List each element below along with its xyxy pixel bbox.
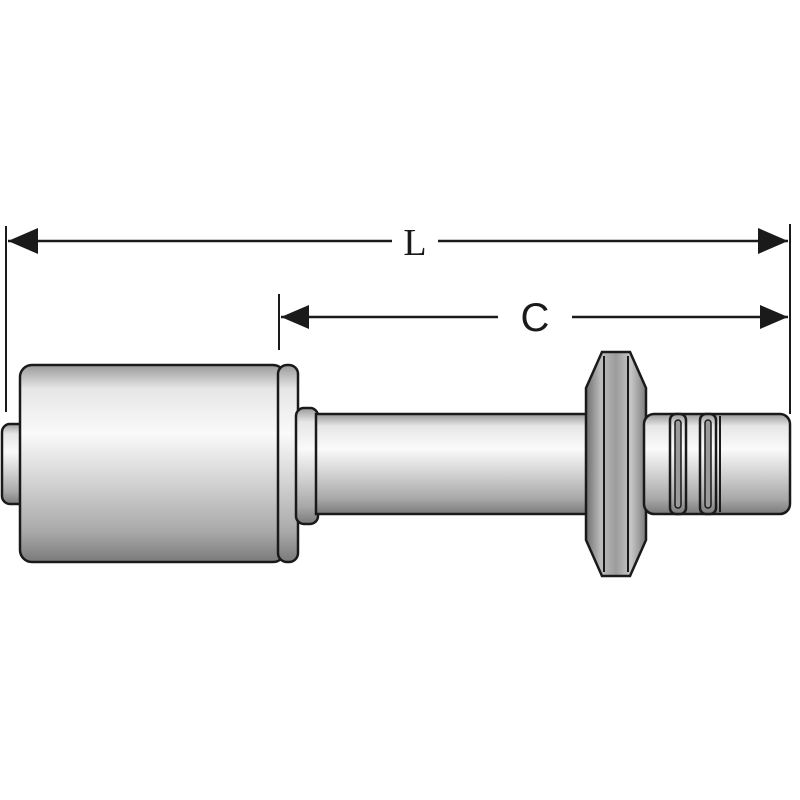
oring-groove-2 bbox=[698, 412, 718, 516]
dimension-l-line bbox=[8, 228, 788, 254]
arrowhead-left-icon bbox=[281, 305, 309, 329]
oring-groove-1 bbox=[668, 412, 688, 516]
dimension-l-label: L bbox=[392, 224, 438, 262]
arrowhead-right-icon bbox=[758, 228, 788, 254]
arrowhead-right-icon bbox=[760, 305, 788, 329]
dimension-c-label: C bbox=[500, 298, 570, 338]
flange bbox=[584, 350, 648, 578]
arrowhead-left-icon bbox=[8, 228, 38, 254]
tube bbox=[314, 412, 592, 516]
ferrule-body bbox=[18, 363, 287, 564]
dimension-c-line bbox=[281, 305, 788, 329]
collar bbox=[294, 406, 320, 526]
